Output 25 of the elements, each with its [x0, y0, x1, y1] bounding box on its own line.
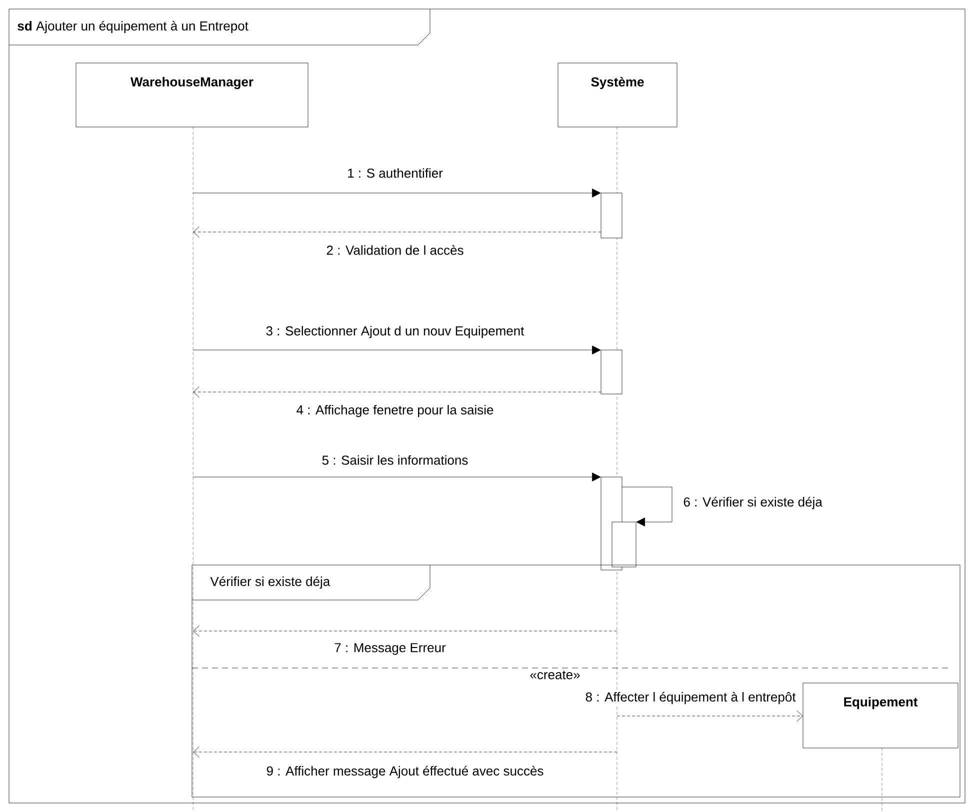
- message-label: 3 : Selectionner Ajout d un nouv Equipement: [266, 326, 524, 338]
- message-arrow: [192, 472, 601, 482]
- message-label: 2 : Validation de l accès: [326, 245, 464, 255]
- activation-bar: [600, 350, 622, 394]
- participant-box: Système: [558, 62, 678, 128]
- message-arrow: [192, 346, 601, 354]
- message-label: 6 : Vérifier si existe déja: [684, 496, 822, 510]
- participant-box: WarehouseManager: [76, 62, 308, 128]
- message-arrow: [193, 625, 618, 637]
- message-label: 7 : Message Erreur: [334, 643, 446, 655]
- message-arrow: [192, 188, 601, 198]
- message-arrow: [622, 486, 672, 526]
- activation-bar: [612, 522, 636, 568]
- participant-box: Equipement: [802, 682, 958, 748]
- activation-bar: [600, 192, 622, 238]
- stereotype-label: «create»: [530, 670, 580, 680]
- message-label: 5 : Saisir les informations: [322, 455, 468, 465]
- message-label: 1 : S authentifier: [348, 168, 443, 178]
- message-label: 8 : Affecter l équipement à l entrepôt: [586, 692, 796, 704]
- message-label: 4 : Affichage fenetre pour la saisie: [296, 404, 494, 418]
- message-label: 9 : Afficher message Ajout éffectué avec succès: [266, 766, 544, 778]
- message-arrow: [193, 746, 618, 758]
- message-arrow: [193, 226, 602, 238]
- message-arrow: [616, 710, 803, 722]
- message-arrow: [193, 386, 602, 398]
